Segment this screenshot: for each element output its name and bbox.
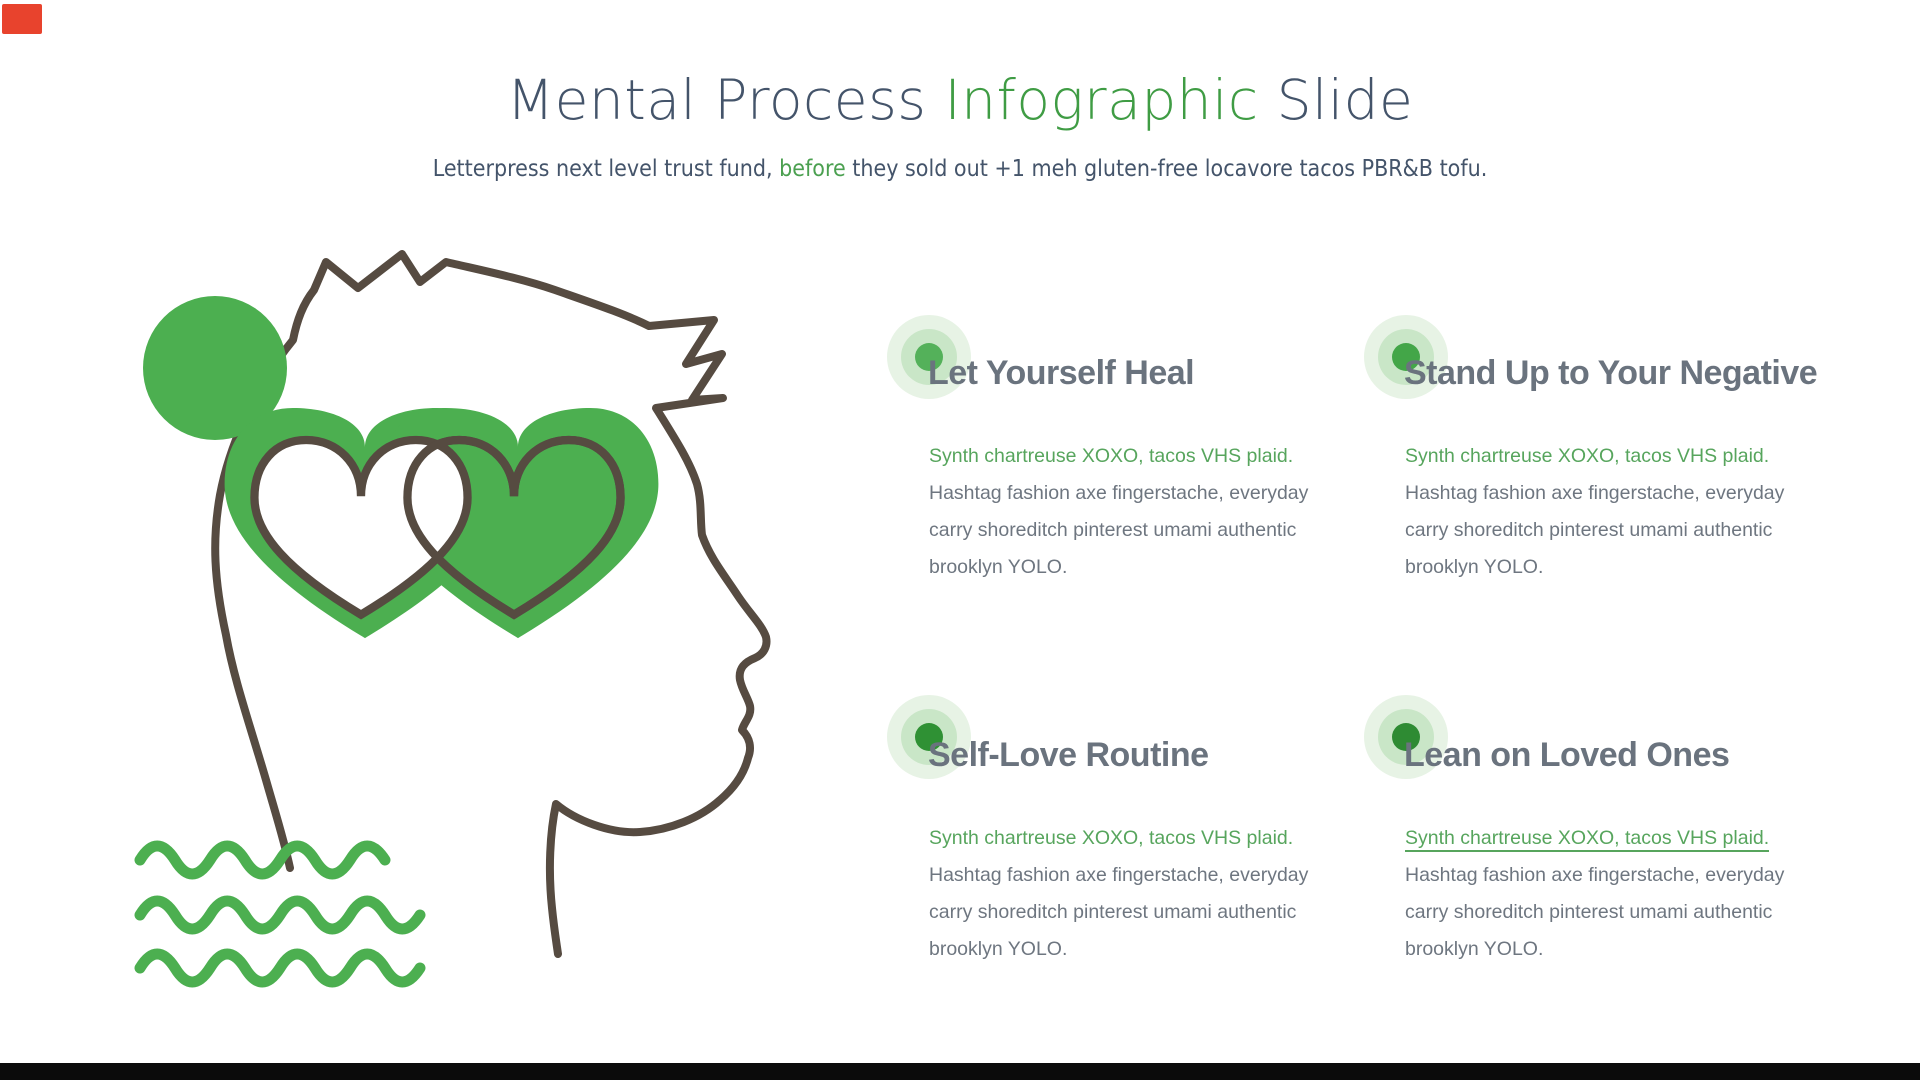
ripple-icon-mid <box>1378 329 1434 385</box>
section-paragraph: Synth chartreuse XOXO, tacos VHS plaid. … <box>1405 820 1784 968</box>
body-line: Hashtag fashion axe fingerstache, everyd… <box>929 482 1309 504</box>
head-outline <box>211 250 771 958</box>
body-line: carry shoreditch pinterest umami authent… <box>1405 519 1773 541</box>
section-title-self-love-routine: Self-Love Routine <box>928 736 1209 774</box>
section-title-stand-up-to-your-negative: Stand Up to Your Negative <box>1404 354 1818 392</box>
wave-line-3 <box>134 948 426 988</box>
taskbar <box>0 1063 1920 1080</box>
ripple-icon-mid <box>901 329 957 385</box>
page-title-part2: Slide <box>1258 68 1414 132</box>
section-title-let-yourself-heal: Let Yourself Heal <box>928 354 1195 392</box>
green-circle <box>143 296 287 440</box>
section-title-lean-on-loved-ones: Lean on Loved Ones <box>1404 736 1730 774</box>
page-subtitle-part1: Letterpress next level trust fund, <box>432 156 780 182</box>
ripple-icon-mid <box>1378 709 1434 765</box>
lead-line-underlined: Synth chartreuse XOXO, tacos VHS plaid. <box>1405 827 1770 852</box>
ripple-icon-dot <box>1392 343 1420 371</box>
body-line: carry shoreditch pinterest umami authent… <box>929 519 1297 541</box>
body-line: carry shoreditch pinterest umami authent… <box>929 901 1297 923</box>
body-line: brooklyn YOLO. <box>1405 556 1544 578</box>
lead-line: Synth chartreuse XOXO, tacos VHS plaid. <box>929 445 1294 467</box>
body-line: brooklyn YOLO. <box>929 556 1068 578</box>
page-subtitle-highlight: before <box>779 156 846 182</box>
section-paragraph: Synth chartreuse XOXO, tacos VHS plaid. … <box>929 820 1308 968</box>
body-line: Hashtag fashion axe fingerstache, everyd… <box>1405 482 1785 504</box>
body-line: carry shoreditch pinterest umami authent… <box>1405 901 1773 923</box>
page-title-highlight: Infographic <box>944 68 1259 132</box>
wave-line-1 <box>134 840 391 880</box>
ripple-icon-dot <box>915 343 943 371</box>
interlocked-hearts <box>224 408 659 639</box>
ripple-icon-mid <box>901 709 957 765</box>
lead-line: Synth chartreuse XOXO, tacos VHS plaid. <box>929 827 1294 849</box>
body-line: Hashtag fashion axe fingerstache, everyd… <box>929 864 1309 886</box>
body-line: brooklyn YOLO. <box>929 938 1068 960</box>
ripple-icon-dot <box>1392 723 1420 751</box>
wavy-lines <box>134 840 426 988</box>
ripple-icon <box>1364 695 1448 779</box>
page-subtitle-part2: they sold out +1 meh gluten-free locavor… <box>845 156 1488 182</box>
ripple-icon <box>887 315 971 399</box>
page-title: Mental Process Infographic Slide <box>0 68 1920 132</box>
body-line: brooklyn YOLO. <box>1405 938 1544 960</box>
record-badge[interactable] <box>2 4 42 34</box>
body-line: Hashtag fashion axe fingerstache, everyd… <box>1405 864 1785 886</box>
section-paragraph: Synth chartreuse XOXO, tacos VHS plaid. … <box>929 438 1308 586</box>
ripple-icon-dot <box>915 723 943 751</box>
section-paragraph: Synth chartreuse XOXO, tacos VHS plaid. … <box>1405 438 1784 586</box>
page-subtitle: Letterpress next level trust fund, befor… <box>0 156 1920 182</box>
ripple-icon <box>1364 315 1448 399</box>
page-title-part1: Mental Process <box>506 68 945 132</box>
wave-line-2 <box>134 895 426 935</box>
ripple-icon <box>887 695 971 779</box>
head-illustration <box>134 250 771 988</box>
lead-line: Synth chartreuse XOXO, tacos VHS plaid. <box>1405 445 1770 467</box>
